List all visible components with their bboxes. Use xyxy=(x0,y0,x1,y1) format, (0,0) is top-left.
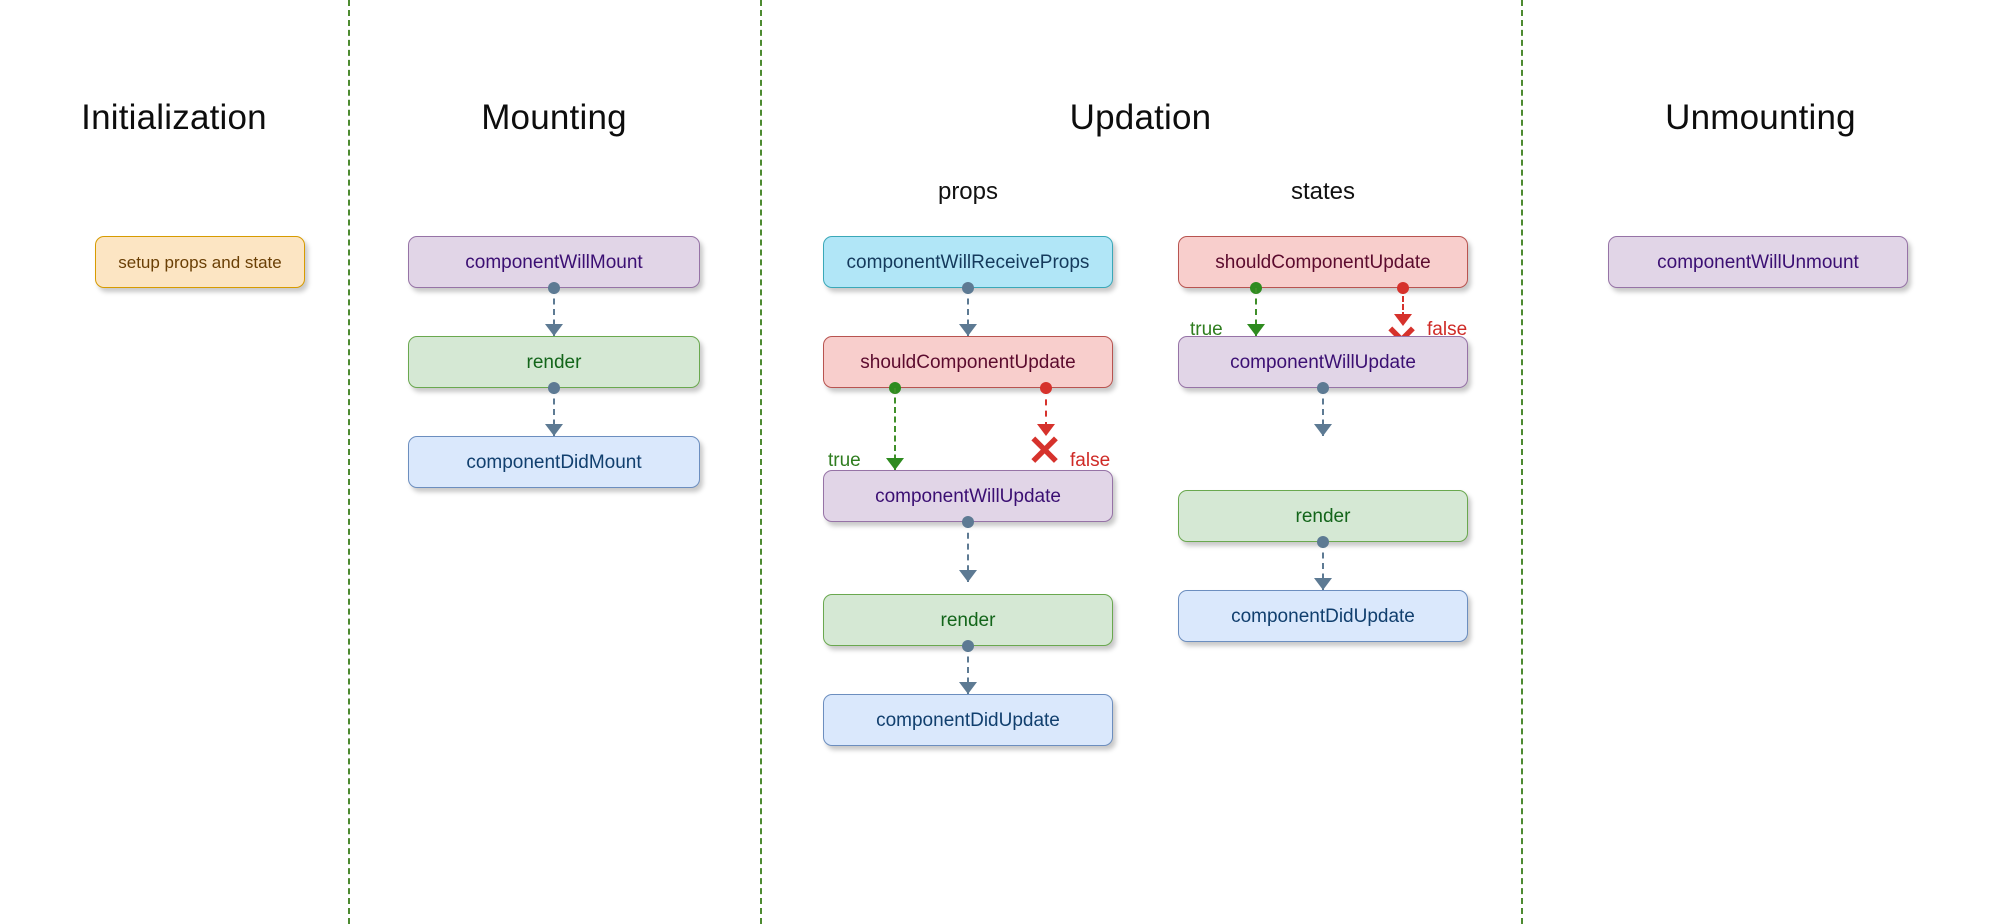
node-component-did-mount[interactable]: componentDidMount xyxy=(408,436,700,488)
arrowhead-props-true xyxy=(886,458,904,470)
section-title-unmounting: Unmounting xyxy=(1665,98,1856,137)
section-title-mounting: Mounting xyxy=(481,98,627,137)
section-title-initialization: Initialization xyxy=(81,98,267,137)
arrowhead-states-2 xyxy=(1314,578,1332,590)
node-mounting-render[interactable]: render xyxy=(408,336,700,388)
arrowhead-states-1 xyxy=(1314,424,1332,436)
connector-line-states-false xyxy=(1402,288,1404,318)
node-states-render[interactable]: render xyxy=(1178,490,1468,542)
arrowhead-states-false xyxy=(1394,314,1412,326)
branch-label-states-true: true xyxy=(1190,319,1223,340)
subtitle-props: props xyxy=(937,178,999,205)
node-states-component-did-update[interactable]: componentDidUpdate xyxy=(1178,590,1468,642)
branch-label-props-true: true xyxy=(828,450,861,471)
arrowhead-props-1 xyxy=(959,324,977,336)
node-props-should-component-update[interactable]: shouldComponentUpdate xyxy=(823,336,1113,388)
arrowhead-props-false xyxy=(1037,424,1055,436)
node-states-component-will-update[interactable]: componentWillUpdate xyxy=(1178,336,1468,388)
connector-line-props-false xyxy=(1045,388,1047,428)
subtitle-states: states xyxy=(1290,178,1356,205)
connector-line-states-1 xyxy=(1322,388,1324,436)
arrowhead-props-3 xyxy=(959,682,977,694)
node-props-component-did-update[interactable]: componentDidUpdate xyxy=(823,694,1113,746)
divider-updation-unmounting xyxy=(1521,0,1523,924)
node-component-will-receive-props[interactable]: componentWillReceiveProps xyxy=(823,236,1113,288)
connector-line-mounting-1 xyxy=(553,288,555,336)
node-props-render[interactable]: render xyxy=(823,594,1113,646)
divider-initialization-mounting xyxy=(348,0,350,924)
connector-line-states-2 xyxy=(1322,542,1324,590)
section-title-updation: Updation xyxy=(1069,98,1212,137)
node-setup-props-and-state[interactable]: setup props and state xyxy=(95,236,305,288)
connector-line-props-true xyxy=(894,388,896,470)
connector-line-props-2 xyxy=(967,522,969,582)
node-props-component-will-update[interactable]: componentWillUpdate xyxy=(823,470,1113,522)
arrowhead-mounting-1 xyxy=(545,324,563,336)
connector-line-props-1 xyxy=(967,288,969,336)
node-component-will-unmount[interactable]: componentWillUnmount xyxy=(1608,236,1908,288)
node-component-will-mount[interactable]: componentWillMount xyxy=(408,236,700,288)
node-states-should-component-update[interactable]: shouldComponentUpdate xyxy=(1178,236,1468,288)
x-mark-icon-props-false: ✕ xyxy=(1027,427,1063,474)
connector-line-mounting-2 xyxy=(553,388,555,436)
connector-line-props-3 xyxy=(967,646,969,694)
arrowhead-mounting-2 xyxy=(545,424,563,436)
arrowhead-states-true xyxy=(1247,324,1265,336)
branch-label-props-false: false xyxy=(1070,450,1111,471)
divider-mounting-updation xyxy=(760,0,762,924)
branch-label-states-false: false xyxy=(1427,319,1468,340)
connector-line-states-true xyxy=(1255,288,1257,336)
arrowhead-props-2 xyxy=(959,570,977,582)
